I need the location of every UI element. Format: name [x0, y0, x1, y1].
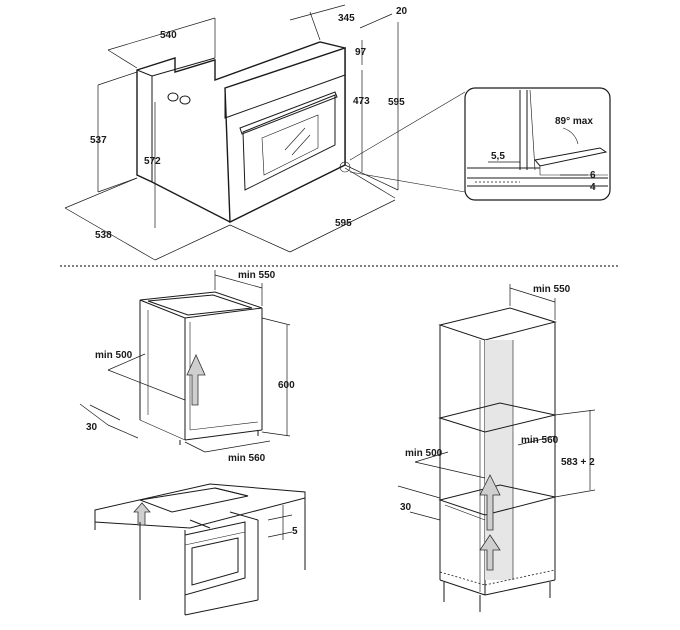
column-height: 583 + 2: [561, 457, 595, 468]
dim-595-width: 595: [335, 218, 352, 229]
dim-595-vertical: 595: [388, 97, 405, 108]
uc-width: min 560: [228, 453, 266, 464]
dim-572: 572: [144, 156, 161, 167]
column-opening: min 500: [405, 448, 443, 459]
uc-vent: 30: [86, 422, 98, 433]
dim-538: 538: [95, 230, 112, 241]
hinge-detail: 5,5 89° max 6 4: [464, 87, 611, 201]
column-width: min 560: [521, 435, 559, 446]
column-vent: 30: [400, 502, 412, 513]
detail-4: 4: [590, 182, 596, 193]
detail-frame: [464, 87, 611, 201]
hob-gap: 5: [292, 526, 298, 537]
column-depth: min 550: [533, 284, 571, 295]
airflow-arrow: [186, 354, 206, 406]
detail-6: 6: [590, 170, 596, 181]
oven-dimension-drawing: 540 345 20 97 473 595 537 572 538 595: [64, 4, 466, 261]
uc-opening: min 500: [95, 350, 133, 361]
dim-20: 20: [396, 6, 408, 17]
hob-installation: 5: [94, 483, 306, 616]
dim-345: 345: [338, 13, 355, 24]
uc-depth: min 550: [238, 270, 276, 281]
detail-angle: 89° max: [555, 116, 593, 127]
uc-height: 600: [278, 380, 295, 391]
oven-window: [242, 94, 336, 191]
column-cabinet: min 550 min 560 min 500 30 583 + 2: [397, 284, 595, 612]
dim-97: 97: [355, 47, 367, 58]
dim-540: 540: [160, 30, 177, 41]
dim-473: 473: [353, 96, 370, 107]
detail-gap: 5,5: [491, 151, 505, 162]
oven-handle: [239, 91, 338, 135]
dim-537: 537: [90, 135, 107, 146]
under-counter-cabinet: min 550 min 500 30 600 min 560: [79, 270, 295, 464]
